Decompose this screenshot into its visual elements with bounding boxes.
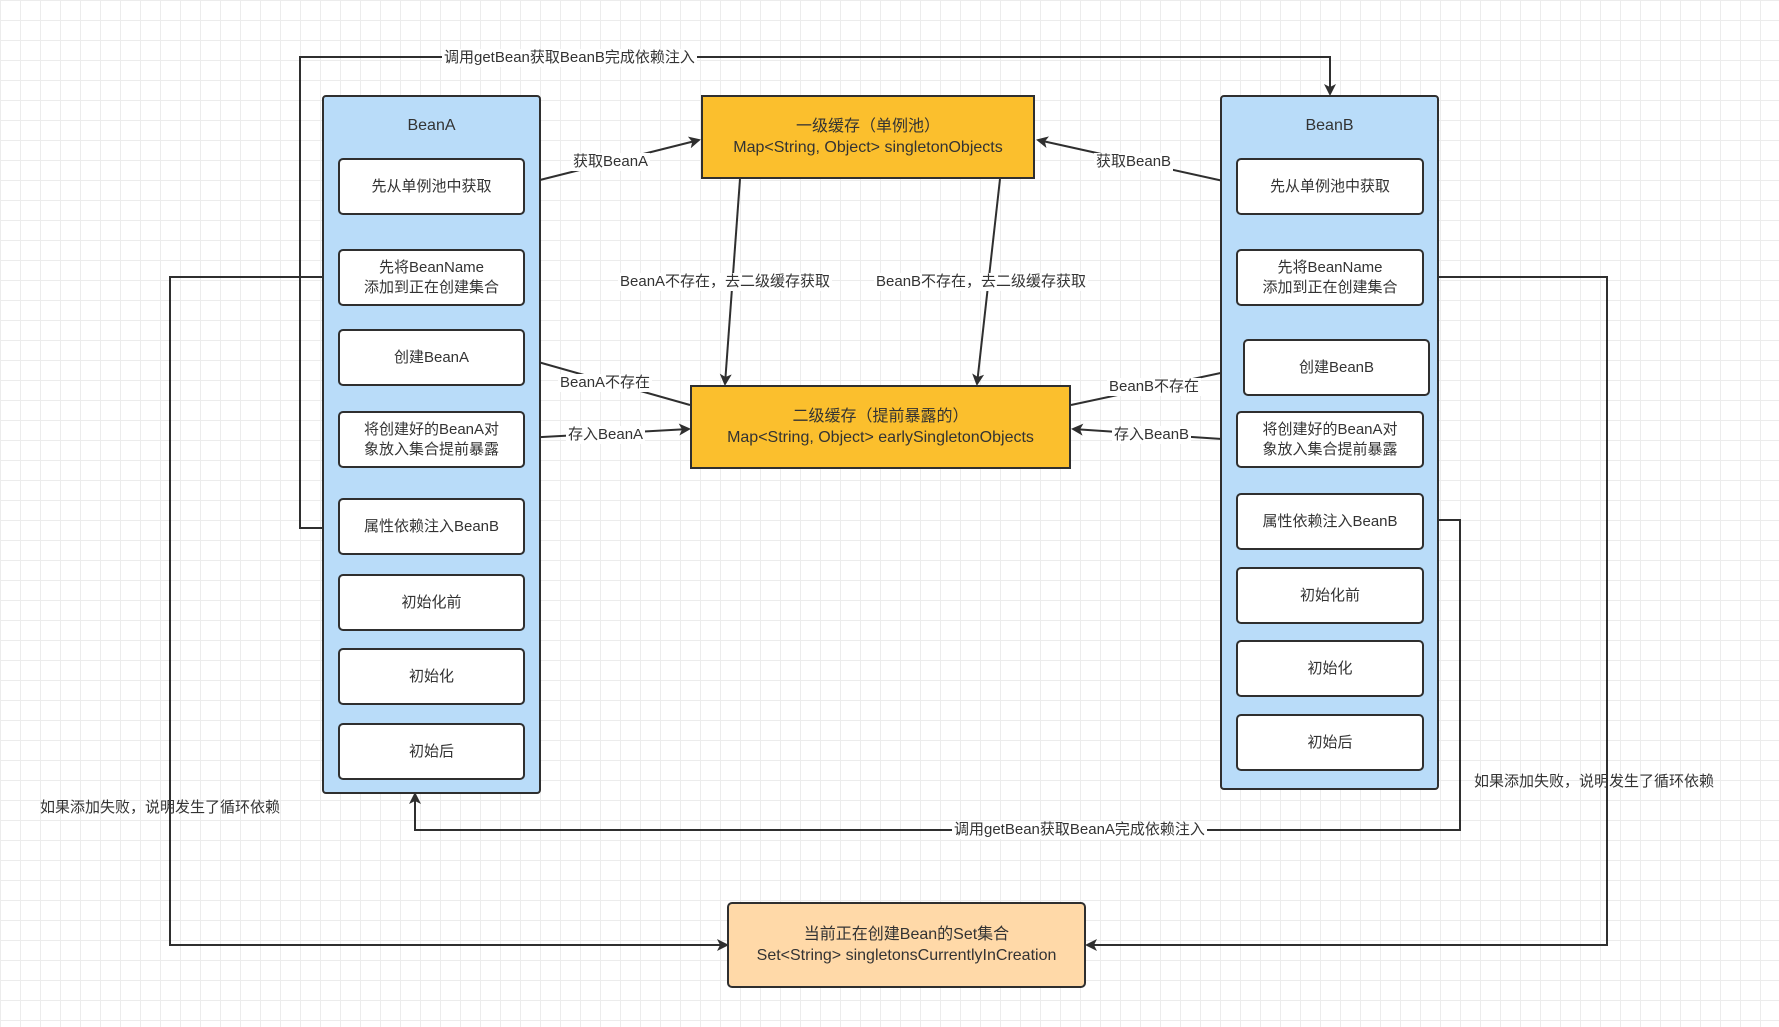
beanb-step-create: 创建BeanB <box>1243 339 1430 396</box>
label-beana-not-exist: BeanA不存在 <box>558 374 653 392</box>
beanb-step-pre-init: 初始化前 <box>1236 567 1424 624</box>
beanb-step-post-init: 初始后 <box>1236 714 1424 771</box>
beanb-step-expose: 将创建好的BeanA对 象放入集合提前暴露 <box>1236 411 1424 468</box>
level2-cache-type: Map<String, Object> earlySingletonObject… <box>727 429 1034 446</box>
beanb-step-inject: 属性依赖注入BeanB <box>1236 493 1424 550</box>
beana-step-init: 初始化 <box>338 648 525 705</box>
level1-cache-title: 一级缓存（单例池） <box>795 118 940 135</box>
level2-cache-title: 二级缓存（提前暴露的） <box>792 408 969 425</box>
label-get-beanb: 获取BeanB <box>1094 153 1174 171</box>
beana-step-create: 创建BeanA <box>338 329 525 386</box>
creating-set-type: Set<String> singletonsCurrentlyInCreatio… <box>756 947 1057 964</box>
label-add-fail-right: 如果添加失败，说明发生了循环依赖 <box>1474 773 1715 790</box>
beanb-step-add-to-creating: 先将BeanName 添加到正在创建集合 <box>1236 249 1424 306</box>
beanb-step-init: 初始化 <box>1236 640 1424 697</box>
level1-cache: 一级缓存（单例池） Map<String, Object> singletonO… <box>701 95 1035 179</box>
label-get-beana: 获取BeanA <box>571 153 651 171</box>
label-call-getbean-beanb: 调用getBean获取BeanB完成依赖注入 <box>442 49 697 67</box>
label-store-beana: 存入BeanA <box>566 426 646 444</box>
beana-title: BeanA <box>407 117 456 134</box>
beana-step-get-from-pool: 先从单例池中获取 <box>338 158 525 215</box>
edge-beanb-add-set <box>1085 276 1608 951</box>
label-beanb-not-exist-l2: BeanB不存在，去二级缓存获取 <box>874 273 1089 291</box>
label-beanb-not-exist: BeanB不存在 <box>1107 378 1202 396</box>
label-beana-not-exist-l2: BeanA不存在，去二级缓存获取 <box>618 273 833 291</box>
beana-step-post-init: 初始后 <box>338 723 525 780</box>
label-add-fail-left: 如果添加失败，说明发生了循环依赖 <box>40 799 281 816</box>
label-store-beanb: 存入BeanB <box>1112 426 1192 444</box>
level2-cache: 二级缓存（提前暴露的） Map<String, Object> earlySin… <box>690 385 1071 469</box>
beana-step-pre-init: 初始化前 <box>338 574 525 631</box>
beana-step-expose: 将创建好的BeanA对 象放入集合提前暴露 <box>338 411 525 468</box>
creating-set: 当前正在创建Bean的Set集合 Set<String> singletonsC… <box>727 902 1086 988</box>
edge-beana-add-set <box>169 276 729 951</box>
beanb-title: BeanB <box>1305 117 1354 134</box>
beanb-step-get-from-pool: 先从单例池中获取 <box>1236 158 1424 215</box>
edge-call-getbean-beanb <box>299 56 1336 529</box>
level1-cache-type: Map<String, Object> singletonObjects <box>733 139 1003 156</box>
beana-step-inject: 属性依赖注入BeanB <box>338 498 525 555</box>
beana-step-add-to-creating: 先将BeanName 添加到正在创建集合 <box>338 249 525 306</box>
creating-set-title: 当前正在创建Bean的Set集合 <box>803 926 1010 943</box>
edge-call-getbean-beana <box>409 519 1461 831</box>
label-call-getbean-beana: 调用getBean获取BeanA完成依赖注入 <box>952 821 1207 839</box>
